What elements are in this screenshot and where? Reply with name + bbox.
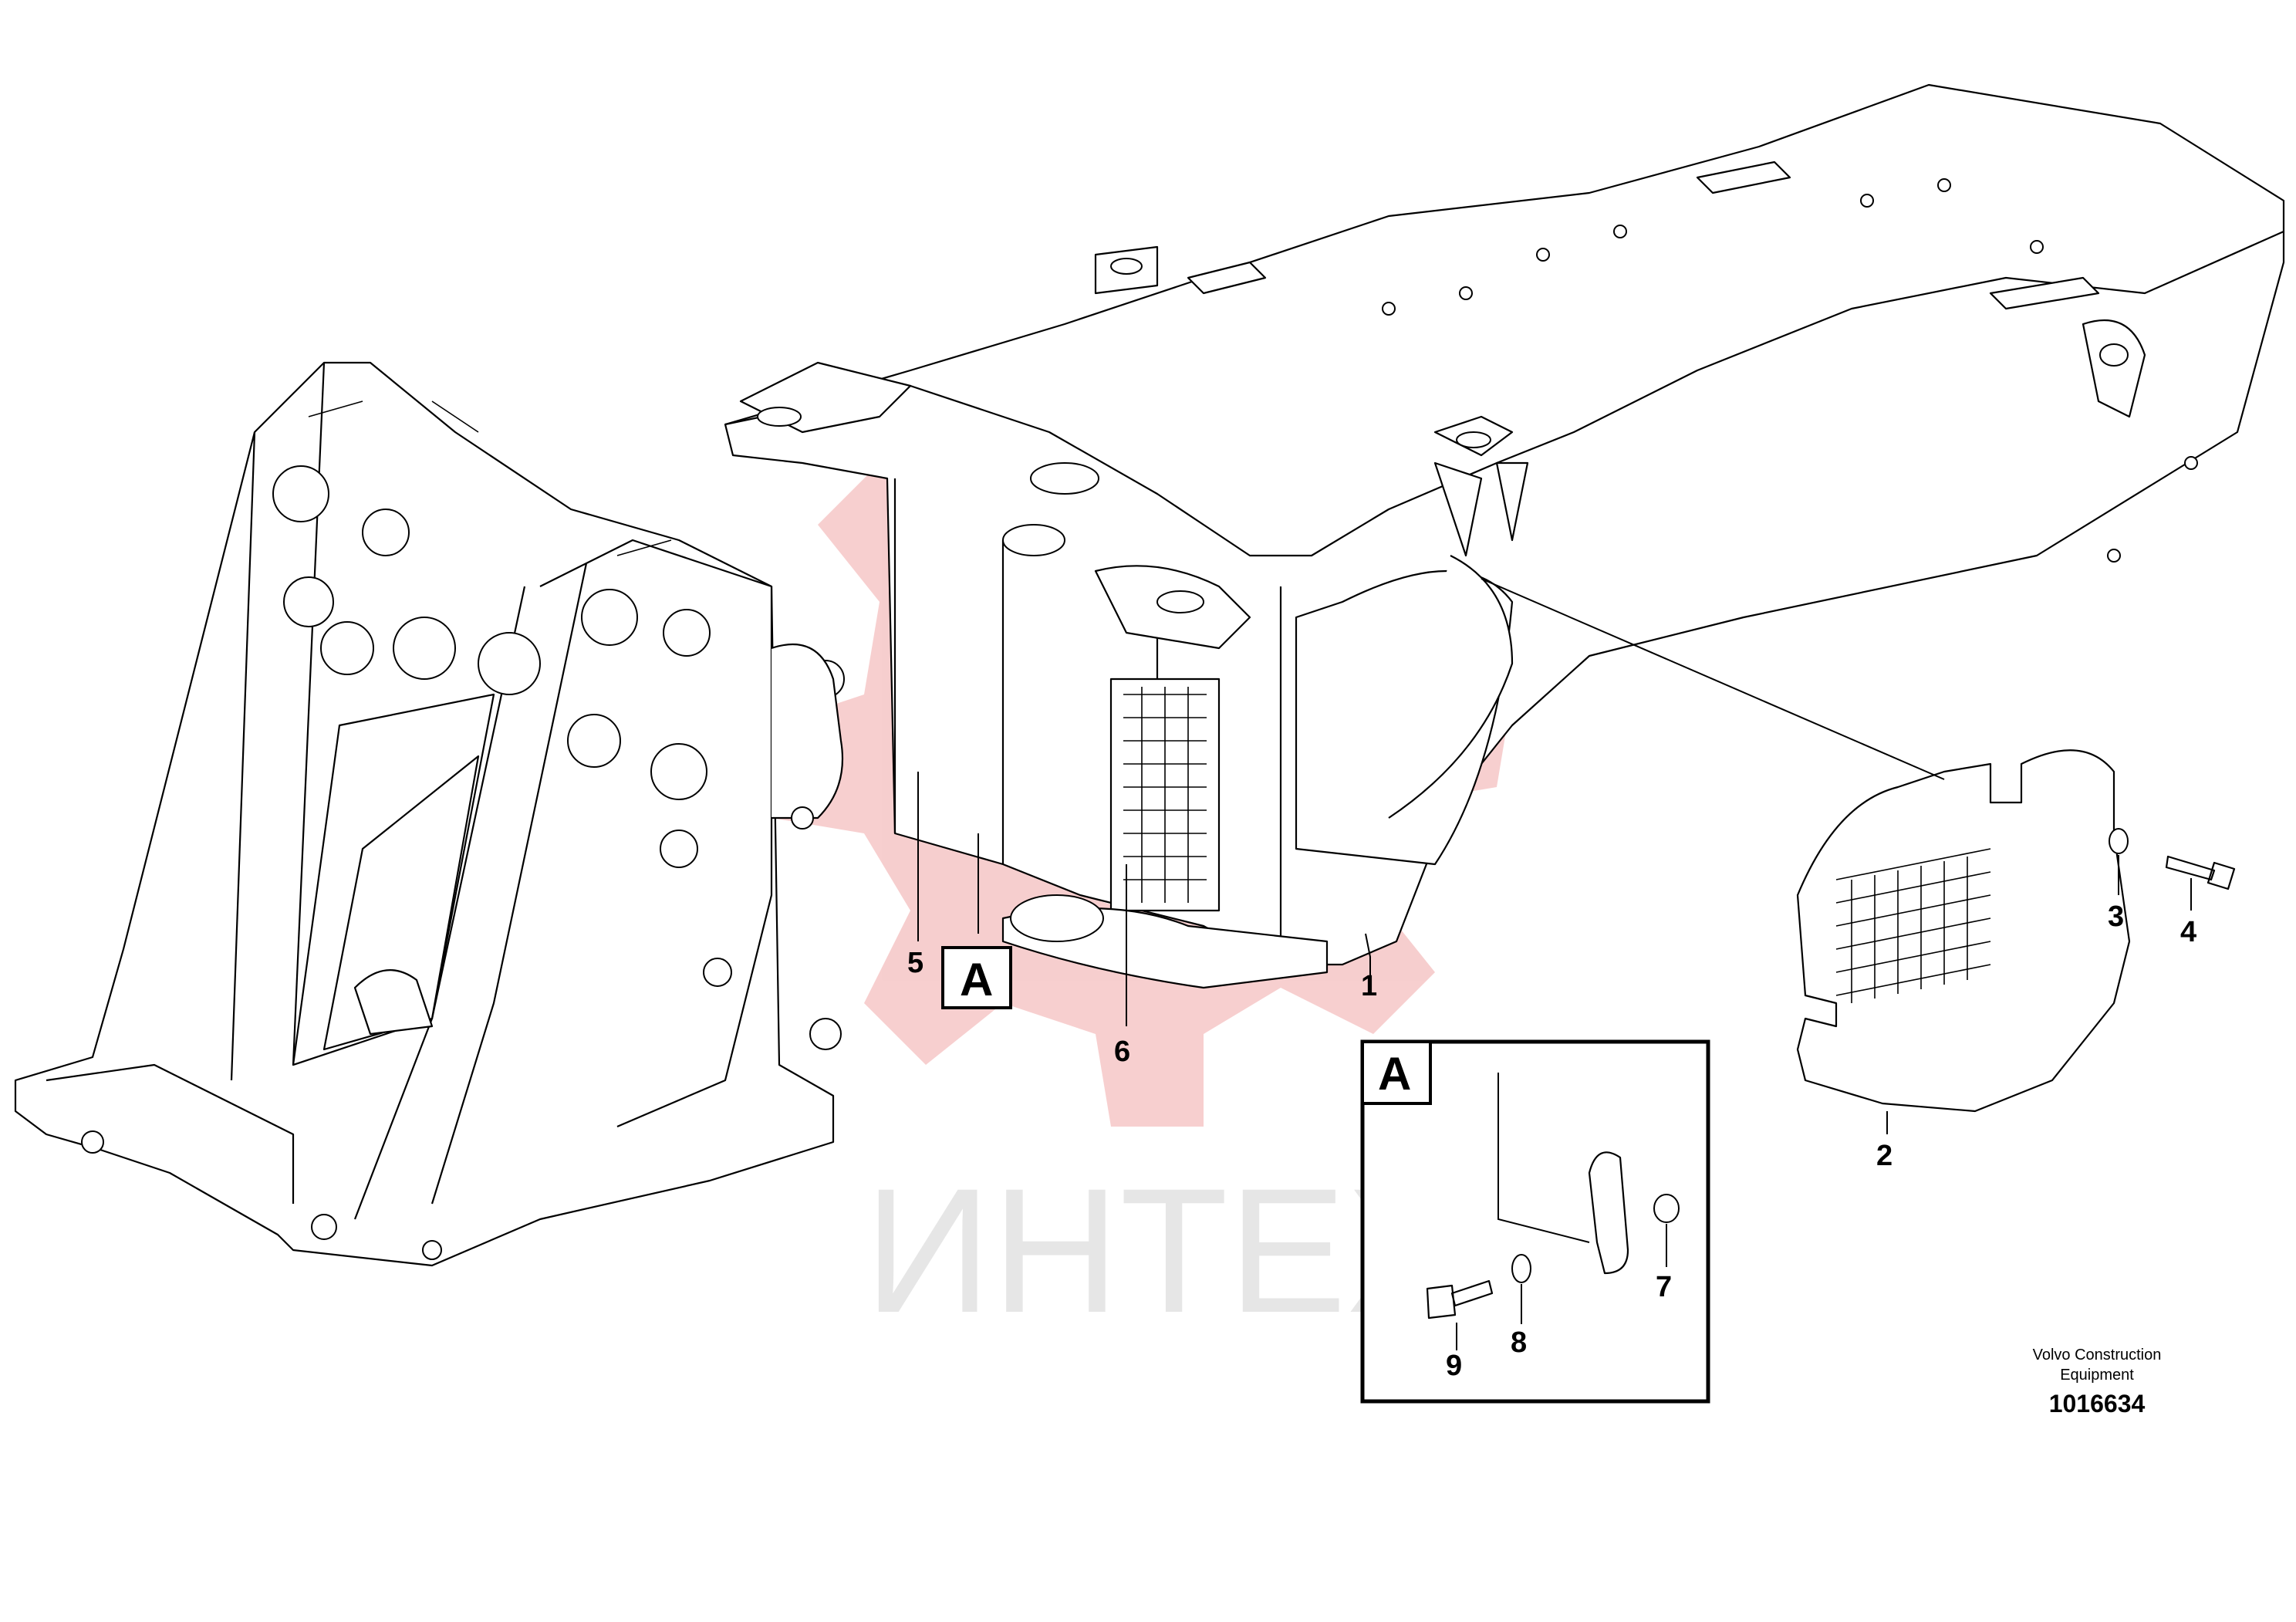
cover-plate bbox=[1796, 749, 2131, 1113]
callout-7: 7 bbox=[1656, 1271, 1672, 1303]
callout-2: 2 bbox=[1876, 1140, 1893, 1172]
cover-plate-grid bbox=[1835, 848, 1991, 1003]
front-frame bbox=[14, 361, 845, 1267]
part-number: 1016634 bbox=[2049, 1390, 2146, 1418]
callout-4: 4 bbox=[2180, 916, 2196, 948]
callout-8: 8 bbox=[1511, 1326, 1527, 1359]
inset-washer-8 bbox=[1511, 1254, 1531, 1283]
detail-marker-a-label: A bbox=[960, 954, 993, 1005]
credit-line-1: Volvo Construction bbox=[2033, 1347, 2162, 1363]
rear-frame bbox=[724, 83, 2285, 989]
credit-block: Volvo Construction Equipment 1016634 bbox=[2033, 1347, 2162, 1418]
detail-marker-a: A bbox=[941, 946, 1012, 1009]
inset-washer-7 bbox=[1653, 1194, 1680, 1223]
bolt-4 bbox=[2165, 855, 2236, 890]
callout-3: 3 bbox=[2108, 901, 2124, 933]
inset-bolt-9 bbox=[1426, 1279, 1494, 1320]
detail-inset-a: A 7 8 9 bbox=[1360, 1039, 1710, 1404]
detail-inset-a-label: A bbox=[1378, 1048, 1411, 1100]
washer-and-bolt bbox=[2109, 828, 2236, 890]
callouts: 1 2 3 4 5 6 bbox=[907, 901, 2196, 1172]
leader-lines bbox=[917, 578, 2192, 1134]
callout-5: 5 bbox=[907, 947, 923, 979]
credit-line-2: Equipment bbox=[2060, 1367, 2134, 1384]
callout-1: 1 bbox=[1361, 970, 1377, 1002]
washer-3 bbox=[2109, 828, 2129, 854]
callout-9: 9 bbox=[1446, 1350, 1462, 1382]
callout-6: 6 bbox=[1114, 1036, 1130, 1068]
inset-bracket bbox=[1588, 1151, 1629, 1275]
